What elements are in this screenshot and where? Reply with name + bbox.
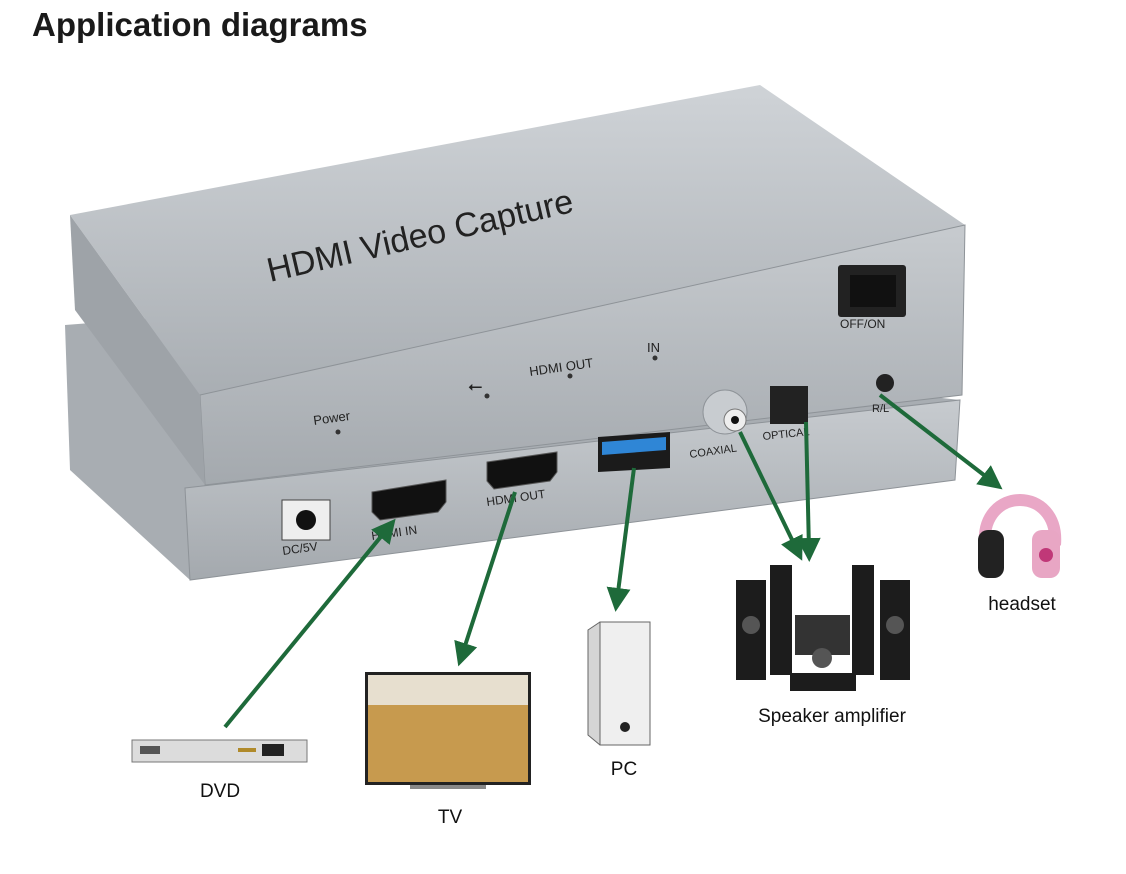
hdmi-in-port bbox=[371, 479, 447, 521]
speaker-system-icon bbox=[736, 565, 910, 691]
optical-port bbox=[770, 386, 808, 424]
tv-label: TV bbox=[437, 807, 463, 828]
arrow-tv bbox=[454, 491, 517, 667]
arrow-optical bbox=[796, 421, 821, 562]
page-title: Application diagrams bbox=[32, 6, 368, 43]
usb-icon: ⭠ bbox=[468, 376, 482, 396]
power-indicator-label: Power bbox=[312, 408, 351, 428]
dvd-player-icon bbox=[131, 739, 308, 763]
in-indicator-label: IN bbox=[647, 340, 660, 355]
rl-port-label: R/L bbox=[872, 403, 889, 415]
arrow-coaxial bbox=[738, 431, 803, 561]
tv-icon bbox=[365, 672, 531, 789]
power-led bbox=[335, 429, 341, 435]
pc-tower-icon bbox=[587, 621, 651, 746]
arrow-dvd bbox=[223, 518, 396, 729]
switch-label: OFF/ON bbox=[840, 317, 885, 331]
pc-label: PC bbox=[610, 759, 638, 780]
speaker-label: Speaker amplifier bbox=[758, 706, 906, 727]
dc-port-label: DC/5V bbox=[281, 539, 318, 558]
hdmi-out-port bbox=[486, 451, 558, 490]
connection-arrows bbox=[223, 393, 1003, 729]
arrow-pc bbox=[606, 467, 636, 612]
arrow-headset bbox=[878, 393, 1003, 490]
optical-port-label: OPTICAL bbox=[762, 426, 810, 443]
headset-label: headset bbox=[988, 594, 1056, 615]
headset-icon bbox=[978, 494, 1062, 578]
rl-jack bbox=[876, 374, 894, 392]
dvd-label: DVD bbox=[199, 781, 241, 802]
capture-device: HDMI Video Capture OFF/ON Power ⭠ HDMI O… bbox=[65, 85, 966, 581]
